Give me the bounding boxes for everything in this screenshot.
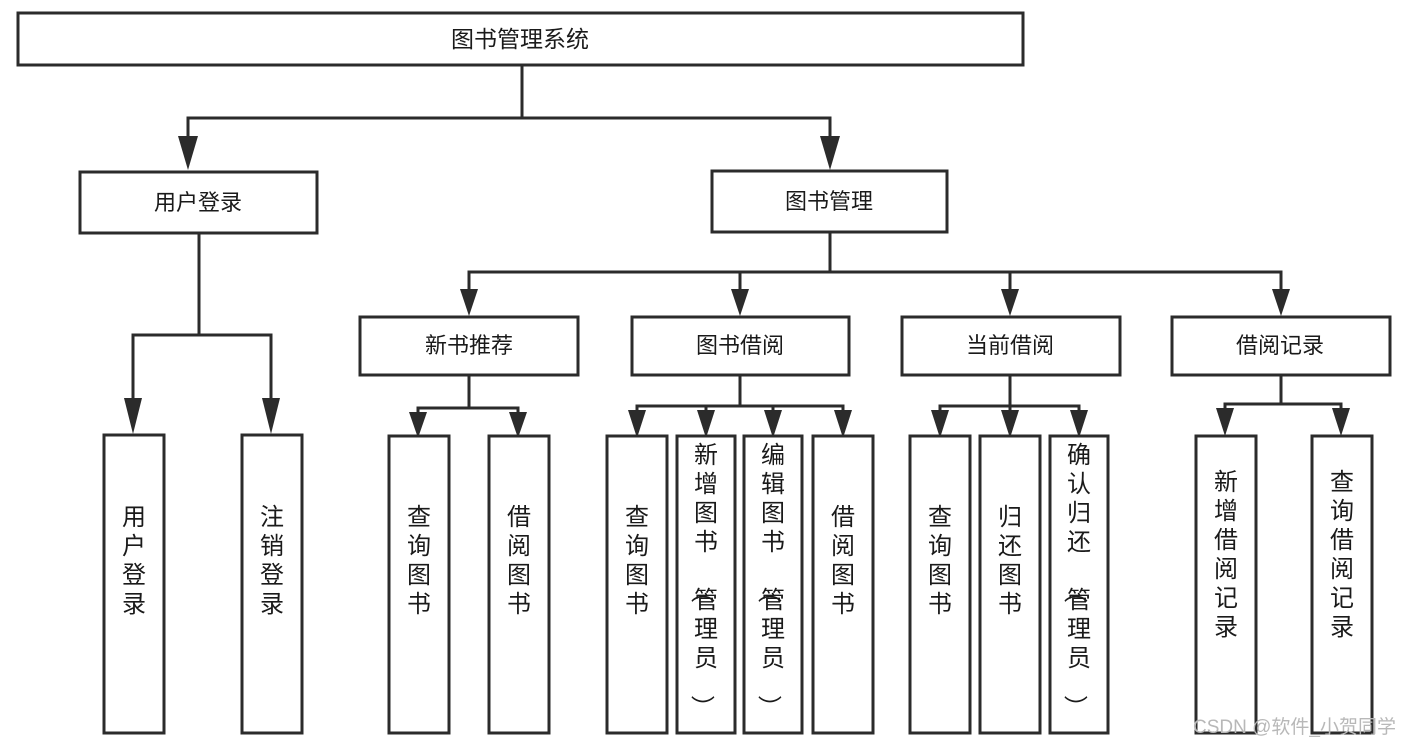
connectors-current-borrow-to-leaves <box>931 373 1088 438</box>
leaf-bb-borrow-book-label: 借阅图书 <box>831 504 855 618</box>
leaf-nb-query-book-box[interactable] <box>387 434 451 735</box>
node-book-management[interactable]: 图书管理 <box>710 169 949 234</box>
leaf-bb-add-book-label: 新增图书（管理员） <box>688 442 718 719</box>
connectors-book-borrow-to-leaves <box>628 373 852 438</box>
root-box[interactable] <box>16 11 1025 67</box>
arrowhead-leaf-user-login <box>124 398 142 434</box>
user-login-label: 用户登录 <box>154 190 242 215</box>
leaf-nb-query-book[interactable]: 查询图书 <box>387 434 451 735</box>
leaf-nb-query-book-label: 查询图书 <box>407 504 431 618</box>
leaf-nb-borrow-book-label: 借阅图书 <box>507 504 531 618</box>
node-new-book-recommend[interactable]: 新书推荐 <box>358 315 580 377</box>
connectors-new-book-to-leaves <box>409 373 527 438</box>
leaf-cb-return-book-box[interactable] <box>978 434 1042 735</box>
connectors-book-manage-to-level3 <box>460 230 1290 316</box>
leaf-nb-borrow-book-box[interactable] <box>487 434 551 735</box>
leaf-br-query-record-label: 查询借阅记录 <box>1330 469 1354 641</box>
current-borrow-box[interactable] <box>900 315 1122 377</box>
node-root-book-management-system[interactable]: 图书管理系统 <box>16 11 1025 67</box>
arrowhead-cb-return-book <box>1001 410 1019 438</box>
new-book-recommend-label: 新书推荐 <box>425 333 513 358</box>
node-user-login[interactable]: 用户登录 <box>78 170 319 235</box>
arrowhead-current-borrow <box>1001 289 1019 316</box>
leaf-br-add-record-label: 新增借阅记录 <box>1214 469 1238 641</box>
leaf-user-login-label: 用户登录 <box>122 504 146 618</box>
arrowhead-user-login <box>178 136 198 170</box>
arrowhead-bb-query-book <box>628 410 646 438</box>
leaf-cb-confirm-return-box[interactable] <box>1048 434 1110 735</box>
borrow-record-label: 借阅记录 <box>1236 333 1324 358</box>
leaf-cb-confirm-return-label: 确认归还（管理员） <box>1061 442 1091 719</box>
leaf-bb-edit-book-label: 编辑图书（管理员） <box>755 442 785 719</box>
connectors-root-to-level2 <box>178 63 840 170</box>
leaf-bb-borrow-book-box[interactable] <box>811 434 875 735</box>
leaf-bb-query-book[interactable]: 查询图书 <box>605 434 669 735</box>
arrowhead-bb-edit-book <box>764 410 782 438</box>
arrowhead-br-add-record <box>1216 408 1234 436</box>
user-login-box[interactable] <box>78 170 319 235</box>
leaf-bb-add-book-box[interactable] <box>675 434 737 735</box>
node-current-borrow[interactable]: 当前借阅 <box>900 315 1122 377</box>
leaf-cb-return-book-label: 归还图书 <box>998 504 1022 618</box>
leaf-cb-query-book[interactable]: 查询图书 <box>908 434 972 735</box>
arrowhead-cb-query-book <box>931 410 949 438</box>
leaf-cb-return-book[interactable]: 归还图书 <box>978 434 1042 735</box>
leaf-cb-confirm-return[interactable]: 确认归还（管理员） <box>1048 434 1110 735</box>
arrowhead-bb-borrow-book <box>834 410 852 438</box>
leaf-bb-borrow-book[interactable]: 借阅图书 <box>811 434 875 735</box>
leaf-bb-add-book[interactable]: 新增图书（管理员） <box>675 434 737 735</box>
leaf-user-login[interactable]: 用户登录 <box>102 433 166 735</box>
arrowhead-cb-confirm-return <box>1070 410 1088 438</box>
book-borrow-label: 图书借阅 <box>696 333 784 358</box>
leaf-bb-edit-book-box[interactable] <box>742 434 804 735</box>
borrow-record-box[interactable] <box>1170 315 1392 377</box>
leaf-br-query-record-box[interactable] <box>1310 434 1374 735</box>
arrowhead-nb-borrow-book <box>509 412 527 438</box>
book-management-label: 图书管理 <box>785 189 873 214</box>
leaf-logout-label: 注销登录 <box>260 504 284 618</box>
arrowhead-book-borrow <box>731 289 749 316</box>
arrowhead-nb-query-book <box>409 412 427 438</box>
root-label: 图书管理系统 <box>451 26 589 52</box>
leaf-logout-box[interactable] <box>240 433 304 735</box>
csdn-watermark: CSDN @软件_小贺同学 <box>1193 716 1396 738</box>
connectors-borrow-record-to-leaves <box>1216 373 1350 436</box>
arrowhead-br-query-record <box>1332 408 1350 436</box>
node-book-borrow[interactable]: 图书借阅 <box>630 315 851 377</box>
arrowhead-bb-add-book <box>697 410 715 438</box>
connectors-user-login-to-leaves <box>124 231 280 434</box>
book-management-box[interactable] <box>710 169 949 234</box>
current-borrow-label: 当前借阅 <box>966 333 1054 358</box>
book-borrow-box[interactable] <box>630 315 851 377</box>
arrowhead-borrow-record <box>1272 289 1290 316</box>
leaf-logout[interactable]: 注销登录 <box>240 433 304 735</box>
leaf-bb-query-book-label: 查询图书 <box>625 504 649 618</box>
arrowhead-leaf-logout <box>262 398 280 434</box>
leaf-br-add-record[interactable]: 新增借阅记录 <box>1194 434 1258 735</box>
arrowhead-book-manage <box>820 136 840 170</box>
leaf-bb-query-book-box[interactable] <box>605 434 669 735</box>
leaf-cb-query-book-label: 查询图书 <box>928 504 952 618</box>
new-book-recommend-box[interactable] <box>358 315 580 377</box>
arrowhead-new-book <box>460 289 478 316</box>
leaf-bb-edit-book[interactable]: 编辑图书（管理员） <box>742 434 804 735</box>
node-borrow-record[interactable]: 借阅记录 <box>1170 315 1392 377</box>
leaf-user-login-box[interactable] <box>102 433 166 735</box>
leaf-br-add-record-box[interactable] <box>1194 434 1258 735</box>
leaf-br-query-record[interactable]: 查询借阅记录 <box>1310 434 1374 735</box>
leaf-nb-borrow-book[interactable]: 借阅图书 <box>487 434 551 735</box>
leaf-cb-query-book-box[interactable] <box>908 434 972 735</box>
